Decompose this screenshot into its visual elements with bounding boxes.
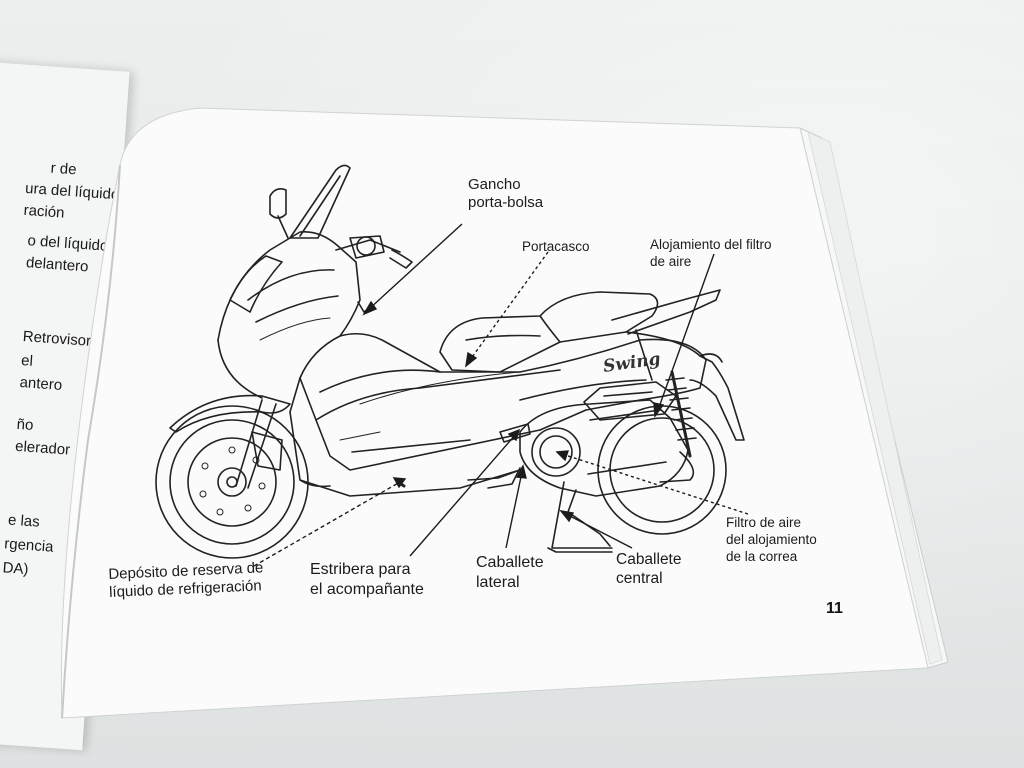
label-deposito-reserva: Depósito de reserva de líquido de refrig… [108,559,264,601]
page-number: 11 [826,600,843,617]
label-filtro-correa: Filtro de aire del alojamiento de la cor… [726,515,817,564]
label-caballete-central: Caballete central [616,551,682,587]
seat [439,291,659,373]
label-gancho-porta-bolsa: Gancho porta-bolsa [468,176,544,211]
leader-lines [253,223,749,567]
engine-cover [519,399,689,497]
label-estribera: Estribera para el acompañante [310,561,424,598]
scooter-drawing [155,164,745,559]
label-portacasco: Portacasco [522,239,590,254]
label-alojamiento-filtro-aire: Alojamiento del filtro de aire [650,237,772,269]
label-caballete-lateral: Caballete lateral [476,554,544,591]
